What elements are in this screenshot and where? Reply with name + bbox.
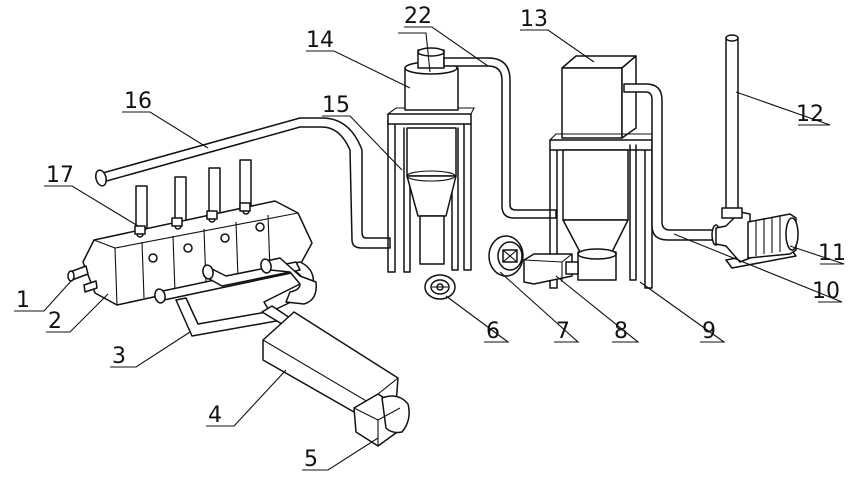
fan-motor-11	[712, 212, 798, 268]
rotary-valve-6	[425, 275, 455, 299]
exhaust-pipe-10	[624, 84, 714, 240]
callout-9: 9	[702, 319, 716, 344]
callout-16: 16	[124, 89, 152, 114]
callout-7: 7	[556, 319, 570, 344]
callout-12: 12	[796, 102, 824, 127]
bag-filter-13	[562, 56, 636, 138]
screw-box-8	[524, 254, 578, 284]
callout-4: 4	[208, 403, 222, 428]
blower-7	[489, 236, 523, 276]
cyclone-separator-14	[405, 48, 458, 264]
callout-22: 22	[404, 4, 432, 29]
callout-8: 8	[614, 319, 628, 344]
connecting-pipe-22	[444, 58, 556, 218]
callout-5: 5	[304, 447, 318, 472]
callout-17: 17	[46, 163, 74, 188]
exhaust-stack-12	[722, 35, 742, 218]
callout-3: 3	[112, 344, 126, 369]
callout-6: 6	[486, 319, 500, 344]
callout-2: 2	[48, 309, 62, 334]
callout-13: 13	[520, 7, 548, 32]
callout-10: 10	[812, 279, 840, 304]
callout-1: 1	[16, 288, 30, 313]
callout-11: 11	[818, 241, 846, 266]
callout-14: 14	[306, 28, 334, 53]
leader-line-14	[306, 51, 410, 88]
callout-15: 15	[322, 93, 350, 118]
